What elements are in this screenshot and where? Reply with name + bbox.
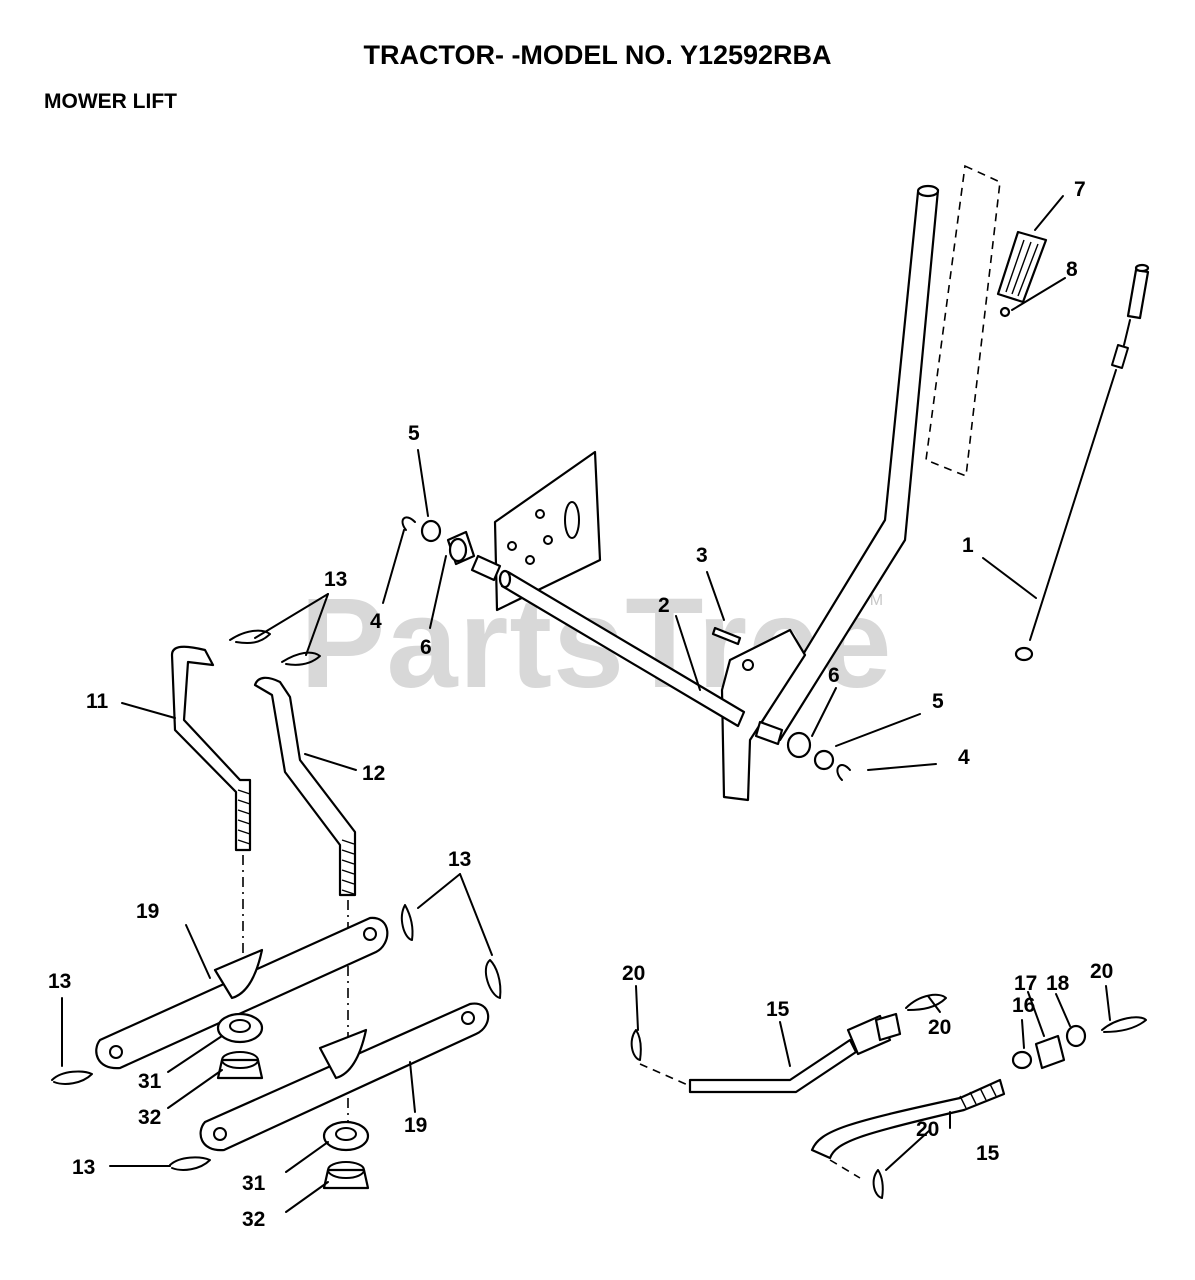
handle-extension-ghost <box>925 164 1001 478</box>
hairpin-clips-20 <box>630 993 1147 1199</box>
page-title: TRACTOR- -MODEL NO. Y12592RBA <box>363 40 832 70</box>
adjustment-rod-lower <box>810 1024 1087 1179</box>
callout-1: 1 <box>962 534 974 557</box>
callout-13: 13 <box>448 848 471 871</box>
callout-4: 4 <box>370 610 382 633</box>
lift-cable <box>1014 263 1150 662</box>
lift-link-left <box>170 645 252 852</box>
callout-2: 2 <box>658 594 670 617</box>
callout-20: 20 <box>928 1016 951 1039</box>
callout-13: 13 <box>72 1156 95 1179</box>
adjustment-rod-upper <box>639 1012 902 1094</box>
callout-31: 31 <box>242 1172 266 1195</box>
callout-20: 20 <box>622 962 645 985</box>
callout-6: 6 <box>828 664 840 687</box>
section-title: MOWER LIFT <box>44 90 177 113</box>
callout-7: 7 <box>1074 178 1086 201</box>
right-shaft-hardware <box>786 731 851 781</box>
callout-13: 13 <box>48 970 71 993</box>
callout-13: 13 <box>324 568 347 591</box>
callout-20: 20 <box>916 1118 939 1141</box>
callout-5: 5 <box>408 422 420 445</box>
callout-19: 19 <box>404 1114 427 1137</box>
lift-arm-upper <box>95 916 389 1070</box>
callout-31: 31 <box>138 1070 162 1093</box>
hairpin-clips <box>51 629 502 1171</box>
callout-17: 17 <box>1014 972 1037 995</box>
callout-32: 32 <box>242 1208 265 1231</box>
callout-11: 11 <box>86 690 109 713</box>
lift-bracket-plate <box>493 450 602 612</box>
left-shaft-hardware <box>401 516 476 566</box>
callout-8: 8 <box>1066 258 1078 281</box>
callout-3: 3 <box>696 544 708 567</box>
callout-32: 32 <box>138 1106 161 1129</box>
callout-5: 5 <box>932 690 944 713</box>
callout-leader-lines <box>61 195 1111 1213</box>
callout-numbers: 1 2 3 4 4 5 5 6 6 7 8 11 12 13 13 13 13 … <box>48 178 1113 1231</box>
lift-link-right <box>253 676 357 897</box>
callout-18: 18 <box>1046 972 1070 995</box>
callout-15: 15 <box>766 998 790 1021</box>
callout-20: 20 <box>1090 960 1113 983</box>
lift-arm-lower <box>199 1002 490 1152</box>
washers-and-nuts <box>216 1012 370 1190</box>
callout-16: 16 <box>1012 994 1035 1017</box>
callout-19: 19 <box>136 900 159 923</box>
callout-6: 6 <box>420 636 432 659</box>
lift-lever <box>720 184 940 802</box>
callout-12: 12 <box>362 762 385 785</box>
callout-15: 15 <box>976 1142 1000 1165</box>
lift-shaft <box>470 554 784 746</box>
callout-4: 4 <box>958 746 970 769</box>
handle-grip <box>996 230 1048 318</box>
roll-pin <box>711 626 742 646</box>
